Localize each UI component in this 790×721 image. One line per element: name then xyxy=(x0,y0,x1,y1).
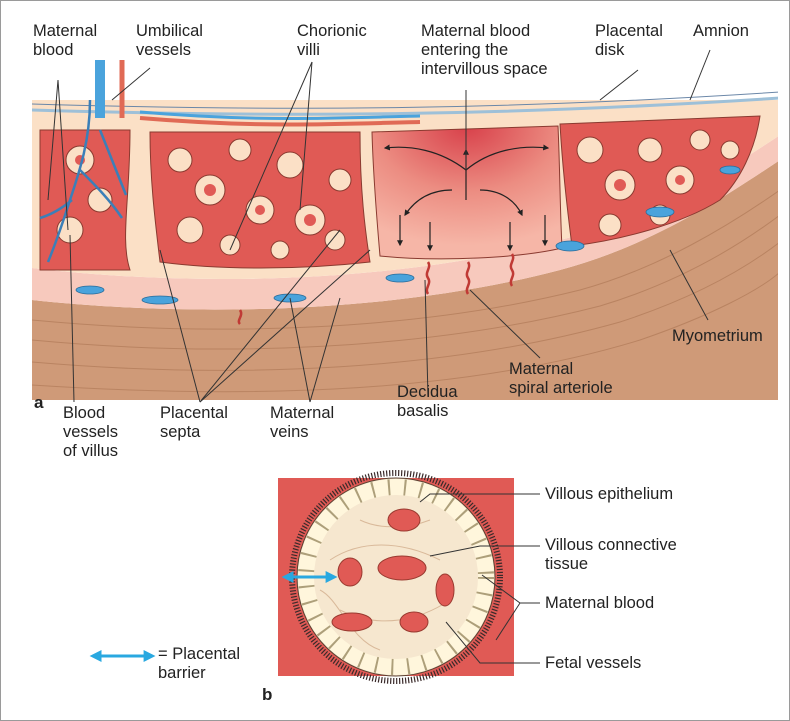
label-decidua-basalis: Decidua basalis xyxy=(397,383,458,421)
label-maternal-blood: Maternal blood xyxy=(33,22,97,60)
label-placental-disk: Placental disk xyxy=(595,22,663,60)
label-umbilical-vessels: Umbilical vessels xyxy=(136,22,203,60)
panel-letter-b: b xyxy=(262,685,272,705)
label-maternal-blood-entering: Maternal blood entering the intervillous… xyxy=(421,22,548,79)
label-villous-epithelium: Villous epithelium xyxy=(545,485,673,504)
label-placental-septa: Placental septa xyxy=(160,404,228,442)
placenta-cross-section xyxy=(32,60,780,400)
label-maternal-spiral-arteriole: Maternal spiral arteriole xyxy=(509,360,613,398)
label-blood-vessels-of-villus: Blood vessels of villus xyxy=(63,404,118,461)
legend-placental-barrier: = Placental barrier xyxy=(158,645,240,683)
label-villous-connective-tissue: Villous connective tissue xyxy=(545,536,677,574)
label-maternal-blood-b: Maternal blood xyxy=(545,594,654,613)
label-fetal-vessels: Fetal vessels xyxy=(545,654,641,673)
label-amnion: Amnion xyxy=(693,22,749,41)
label-chorionic-villi: Chorionic villi xyxy=(297,22,367,60)
label-myometrium: Myometrium xyxy=(672,327,763,346)
label-maternal-veins: Maternal veins xyxy=(270,404,334,442)
panel-letter-a: a xyxy=(34,393,43,413)
